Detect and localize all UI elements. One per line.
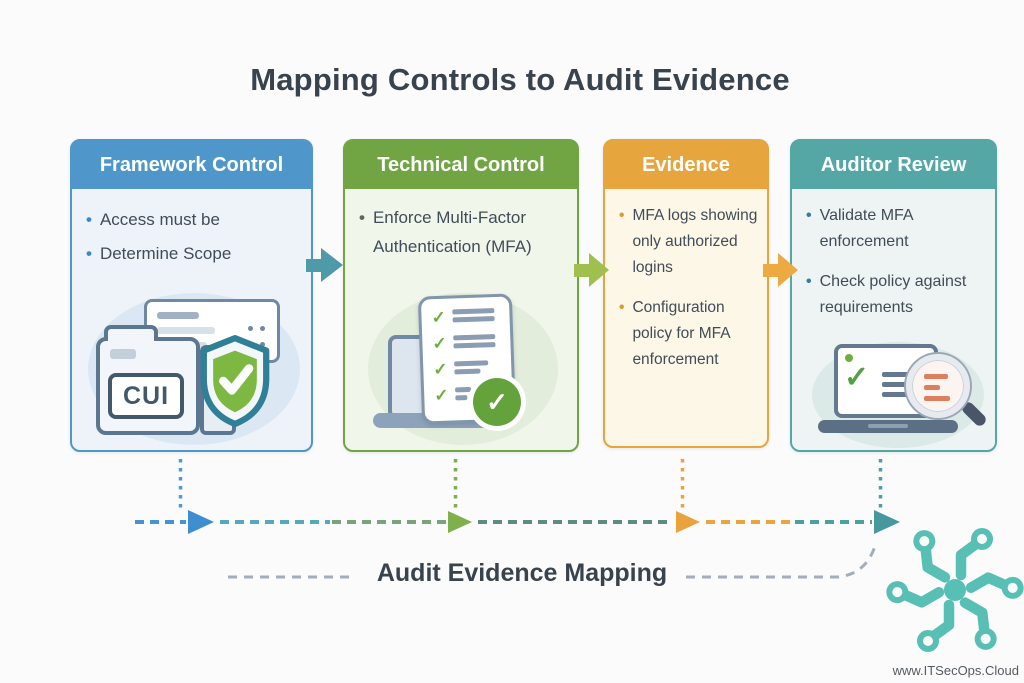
list-item: • Determine Scope [86, 237, 303, 271]
list-item-label: Check policy against requirements [819, 273, 967, 316]
list-item-label: MFA logs showing only authorized logins [632, 207, 758, 276]
label-dash-right-curve [686, 545, 877, 579]
arrow-technical-to-evidence-icon [574, 253, 609, 287]
flow-arrowhead-blue-icon [188, 510, 214, 534]
card-framework-header: Framework Control [72, 141, 311, 189]
list-item: • Enforce Multi-Factor Authentication (M… [359, 203, 569, 261]
magnifier-icon [906, 354, 970, 418]
list-item-label: Validate MFA enforcement [819, 207, 913, 250]
card-technical-header: Technical Control [345, 141, 577, 189]
card-framework-body: • Access must be • Determine Scope [72, 189, 311, 271]
bullet-dot: • [806, 273, 812, 290]
bullet-dot: • [86, 244, 92, 263]
page-title: Mapping Controls to Audit Evidence [250, 62, 790, 97]
bullet-dot: • [619, 207, 625, 224]
list-item: • Access must be [86, 203, 303, 237]
list-item-label: Determine Scope [99, 244, 232, 263]
checklist-laptop-icon: ✓ ✓ ✓ ✓ ✓ [368, 293, 558, 445]
arrow-framework-to-technical-icon [306, 248, 343, 282]
card-evidence: Evidence • MFA logs showing only authori… [603, 139, 769, 448]
bullet-dot: • [86, 210, 92, 229]
cui-folder-shield-icon: CUI [88, 293, 300, 445]
laptop-base-icon [818, 420, 958, 433]
cui-folder-icon: CUI [96, 325, 200, 435]
flow-arrowhead-orange-icon [676, 511, 700, 533]
list-item-label: Configuration policy for MFA enforcement [632, 299, 730, 368]
list-item-label: Enforce Multi-Factor Authentication (MFA… [372, 208, 532, 256]
list-item: • Check policy against requirements [806, 269, 987, 321]
card-auditor-header: Auditor Review [792, 141, 995, 189]
bullet-dot: • [359, 208, 365, 227]
card-technical-body: • Enforce Multi-Factor Authentication (M… [345, 189, 577, 261]
bullet-dot: • [806, 207, 812, 224]
list-item-label: Access must be [99, 210, 220, 229]
list-item: • Validate MFA enforcement [806, 203, 987, 255]
check-badge-icon: ✓ [468, 373, 526, 431]
card-evidence-header: Evidence [605, 141, 767, 189]
shield-check-icon [200, 334, 270, 428]
bullet-dot: • [619, 299, 625, 316]
circuit-spiral-logo [886, 528, 1024, 652]
cui-label: CUI [108, 373, 184, 419]
card-evidence-body: • MFA logs showing only authorized login… [605, 189, 767, 373]
laptop-magnifier-icon: ✓ [812, 342, 989, 448]
list-item: • Configuration policy for MFA enforceme… [619, 295, 759, 373]
flow-arrowhead-green-icon [448, 511, 472, 533]
list-item: • MFA logs showing only authorized login… [619, 203, 759, 281]
flow-label: Audit Evidence Mapping [376, 559, 668, 587]
arrow-evidence-to-auditor-icon [763, 253, 798, 287]
card-auditor-body: • Validate MFA enforcement • Check polic… [792, 189, 995, 321]
website-url: www.ITSecOps.Cloud [892, 663, 1019, 678]
